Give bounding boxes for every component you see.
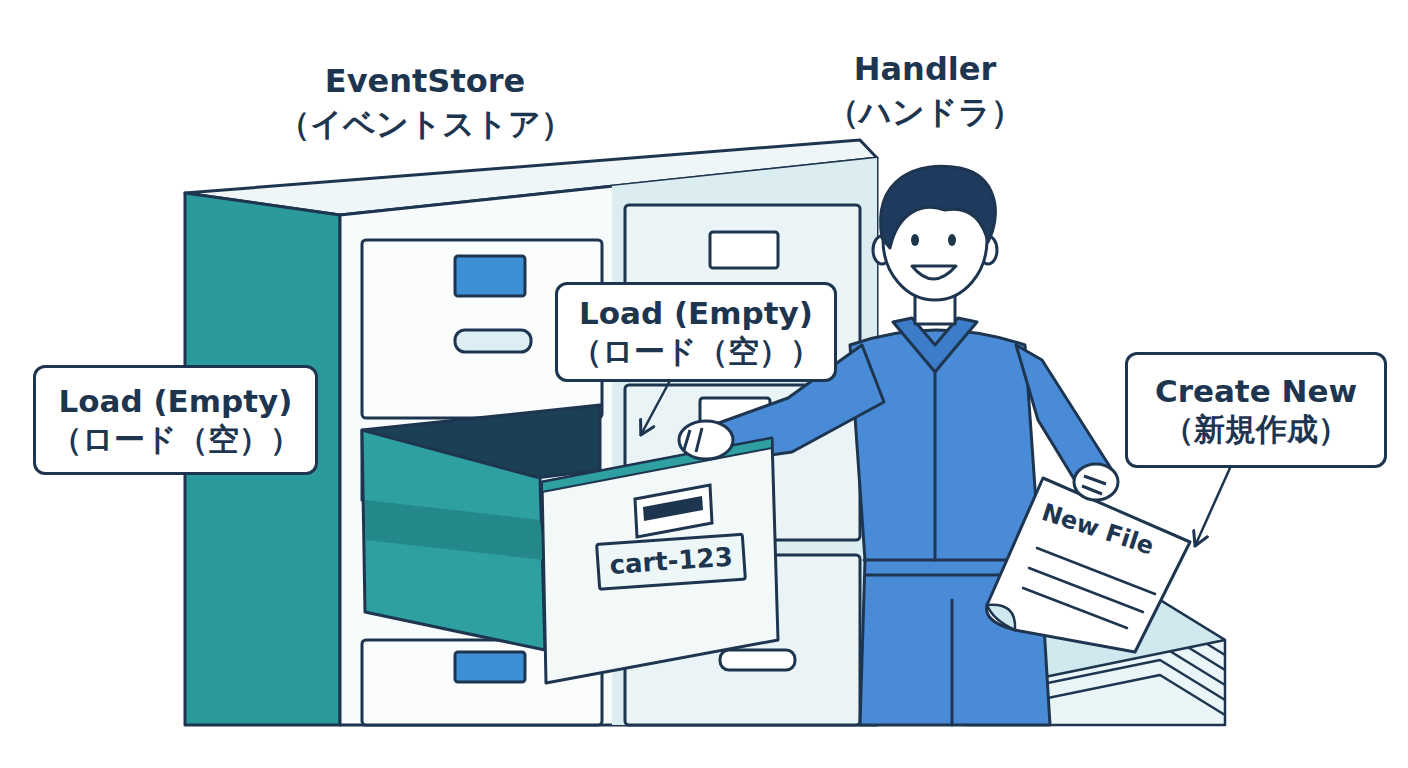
person-eye	[911, 234, 919, 246]
paper-sheet: New File	[975, 470, 1195, 660]
figure-label: Handler （ハンドラ）	[815, 48, 1035, 134]
drawer-face	[542, 438, 778, 683]
callout-text: Load (Empty) （ロード（空））	[44, 382, 307, 459]
drawer-handle	[720, 650, 795, 670]
drawer-handle-slot	[635, 485, 712, 537]
drawer-tag	[455, 256, 525, 296]
person-hand	[1074, 464, 1118, 500]
person-hands	[679, 421, 1118, 500]
paper-text-line	[1023, 588, 1127, 628]
drawer-floor	[365, 500, 545, 560]
open-drawer: cart-123	[540, 435, 780, 685]
hand-finger	[1082, 476, 1106, 494]
person-mouth	[912, 266, 956, 279]
callout-arrow	[641, 382, 669, 435]
drawer-rim	[542, 438, 772, 492]
drawer-side	[362, 430, 545, 650]
callout-box: Load (Empty) （ロード（空））	[555, 282, 837, 382]
hand-finger	[684, 428, 702, 452]
paper-outline	[975, 470, 1195, 660]
cabinet-heading: EventStore （イベントストア）	[265, 60, 585, 146]
person-eye	[948, 234, 956, 246]
person-collar	[893, 318, 977, 372]
drawer-tag	[710, 232, 778, 268]
paper-curl	[987, 605, 1015, 630]
person-hand	[679, 421, 733, 459]
person-legs	[951, 600, 954, 725]
callout-text: Load (Empty) （ロード（空））	[566, 294, 826, 371]
person-placket	[934, 372, 937, 560]
person-arm-right	[1016, 345, 1112, 492]
person-hair	[881, 166, 996, 248]
drawer-handle	[455, 330, 531, 352]
drawer-tag	[455, 652, 525, 682]
drawer-handle-bar	[643, 496, 703, 521]
callout-arrow	[1195, 468, 1230, 546]
callout-box: Load (Empty) （ロード（空））	[33, 365, 318, 475]
callout-text: Create New （新規作成）	[1136, 372, 1376, 449]
paper-text-line	[1029, 568, 1143, 612]
paper-page	[987, 478, 1190, 652]
callout-box: Create New （新規作成）	[1125, 352, 1387, 468]
